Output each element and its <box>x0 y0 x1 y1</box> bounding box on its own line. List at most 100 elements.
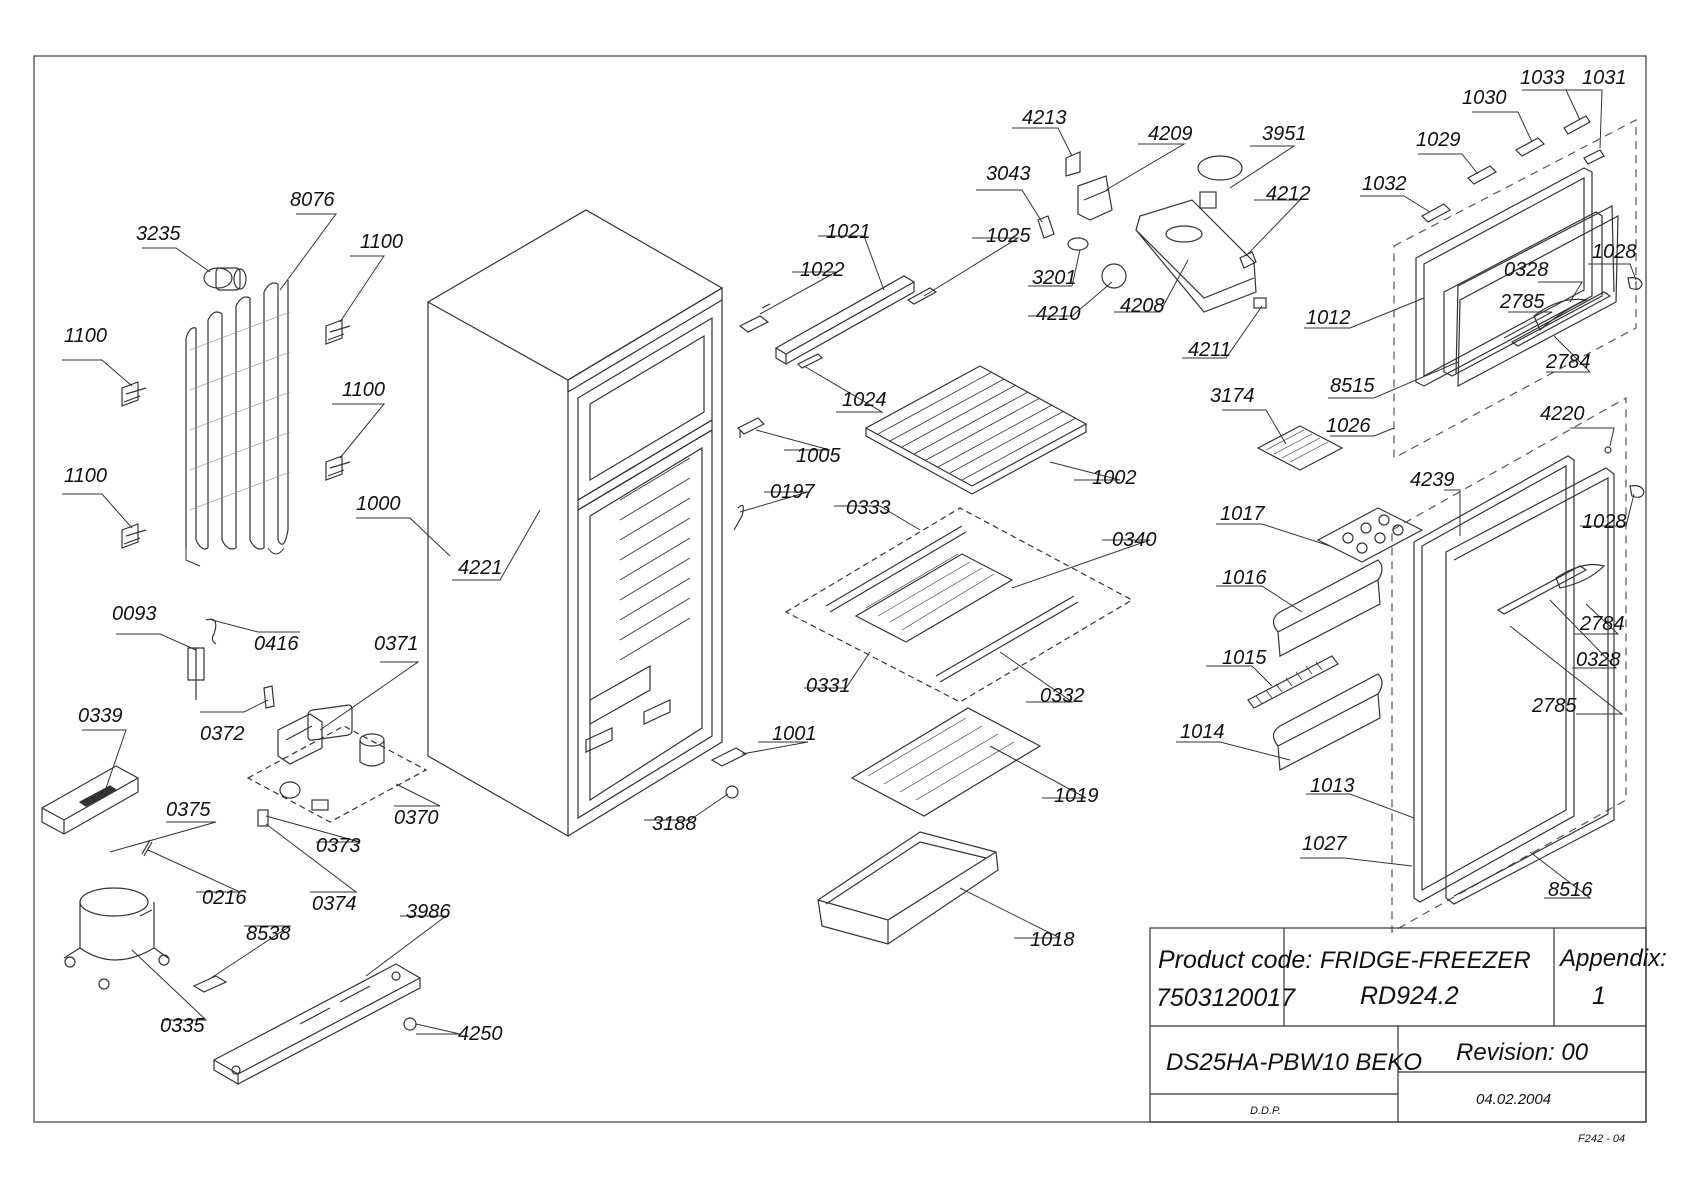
label-1002: 1002 <box>1092 467 1137 489</box>
label-1021: 1021 <box>826 221 871 243</box>
label-1030: 1030 <box>1462 87 1507 109</box>
part-labels: 3235 8076 1100 1100 1100 1100 1000 4221 … <box>64 67 1637 1045</box>
label-1013: 1013 <box>1310 775 1355 797</box>
part-4250 <box>403 1017 417 1031</box>
label-1028a: 1028 <box>1592 241 1637 263</box>
label-0093: 0093 <box>112 603 157 625</box>
label-0339: 0339 <box>78 705 123 727</box>
model-number: RD924.2 <box>1360 982 1459 1010</box>
label-1033: 1033 <box>1520 67 1565 89</box>
label-8538: 8538 <box>246 923 291 945</box>
part-1031 <box>1583 149 1605 165</box>
bottle-rack-1015 <box>1247 655 1339 709</box>
label-4239: 4239 <box>1410 469 1455 491</box>
compressor <box>63 887 170 990</box>
freezer-door-outline <box>1393 119 1637 460</box>
part-1028a <box>1627 277 1643 290</box>
part-0216 <box>141 839 153 857</box>
label-1014: 1014 <box>1180 721 1225 743</box>
label-0332: 0332 <box>1040 685 1085 707</box>
clip-1100-c <box>325 319 351 345</box>
label-1016: 1016 <box>1222 567 1267 589</box>
appendix-number: 1 <box>1592 982 1606 1010</box>
part-1024 <box>796 353 824 369</box>
label-1019: 1019 <box>1054 785 1099 807</box>
part-3951-body <box>1199 191 1217 209</box>
hinge-1001 <box>710 747 748 767</box>
label-1022: 1022 <box>800 259 845 281</box>
product-type: FRIDGE-FREEZER <box>1320 947 1531 974</box>
door-shelf-1014 <box>1272 673 1383 771</box>
clip-1100-b <box>121 523 147 549</box>
label-1026: 1026 <box>1326 415 1371 437</box>
part-3201 <box>1067 237 1089 251</box>
drawn-by: D.D.P. <box>1250 1105 1281 1117</box>
label-3235: 3235 <box>136 223 181 245</box>
drier-filter <box>203 267 247 291</box>
label-1015: 1015 <box>1222 647 1267 669</box>
egg-tray <box>1316 507 1424 563</box>
label-0197: 0197 <box>770 481 815 503</box>
part-1030 <box>1515 137 1545 157</box>
label-3043: 3043 <box>986 163 1031 185</box>
label-1100c: 1100 <box>360 231 403 253</box>
drawing-date: 04.02.2004 <box>1476 1091 1551 1108</box>
part-3043 <box>1037 215 1055 239</box>
compressor-box <box>41 765 139 835</box>
label-3951: 3951 <box>1262 123 1307 145</box>
thermostat-group <box>246 704 428 823</box>
crisper-cover <box>850 707 1042 817</box>
label-4211: 4211 <box>1188 339 1231 361</box>
part-4213 <box>1065 151 1081 177</box>
label-2784a: 2784 <box>1545 351 1591 373</box>
label-4250: 4250 <box>458 1023 503 1045</box>
wire-shelf <box>864 365 1088 495</box>
label-0328a: 0328 <box>1504 259 1549 281</box>
label-0374: 0374 <box>312 893 357 915</box>
label-4210: 4210 <box>1036 303 1081 325</box>
label-8076: 8076 <box>290 189 335 211</box>
label-1100a: 1100 <box>64 325 107 347</box>
label-1031: 1031 <box>1582 67 1627 89</box>
label-1100d: 1100 <box>342 379 385 401</box>
title-block: Product code: 7503120017 FRIDGE-FREEZER … <box>1149 927 1667 1123</box>
door-shelf-1016 <box>1272 559 1383 657</box>
part-1033 <box>1563 115 1591 135</box>
label-1000: 1000 <box>356 493 401 515</box>
label-1017: 1017 <box>1220 503 1265 525</box>
label-2785b: 2785 <box>1531 695 1577 717</box>
label-1028b: 1028 <box>1582 511 1627 533</box>
freezer-gasket <box>1415 167 1593 387</box>
part-0372 <box>263 685 275 709</box>
part-1022 <box>738 303 771 333</box>
clip-1100-d <box>325 455 351 481</box>
label-3986: 3986 <box>406 901 451 923</box>
label-3174: 3174 <box>1210 385 1255 407</box>
part-0371 <box>277 713 323 765</box>
label-0216: 0216 <box>202 887 247 909</box>
label-4212: 4212 <box>1266 183 1311 205</box>
label-4208: 4208 <box>1120 295 1165 317</box>
label-0373: 0373 <box>316 835 361 857</box>
label-3188: 3188 <box>652 813 697 835</box>
bracket-1005 <box>736 417 766 438</box>
knob-4208 <box>1101 263 1127 289</box>
label-0328b: 0328 <box>1576 649 1621 671</box>
label-0331: 0331 <box>806 675 851 697</box>
label-1012: 1012 <box>1306 307 1351 329</box>
product-code-label: Product code: <box>1158 946 1312 974</box>
part-0374 <box>257 809 269 827</box>
label-2785a: 2785 <box>1499 291 1545 313</box>
label-0333: 0333 <box>846 497 891 519</box>
label-1100b: 1100 <box>64 465 107 487</box>
fridge-gasket <box>1413 455 1575 903</box>
cabinet-body <box>426 209 724 838</box>
part-1032 <box>1421 203 1451 223</box>
rail-1021 <box>774 275 916 366</box>
label-0375: 0375 <box>166 799 211 821</box>
label-0335: 0335 <box>160 1015 205 1037</box>
label-0371: 0371 <box>374 633 419 655</box>
condenser-coil <box>185 280 291 567</box>
